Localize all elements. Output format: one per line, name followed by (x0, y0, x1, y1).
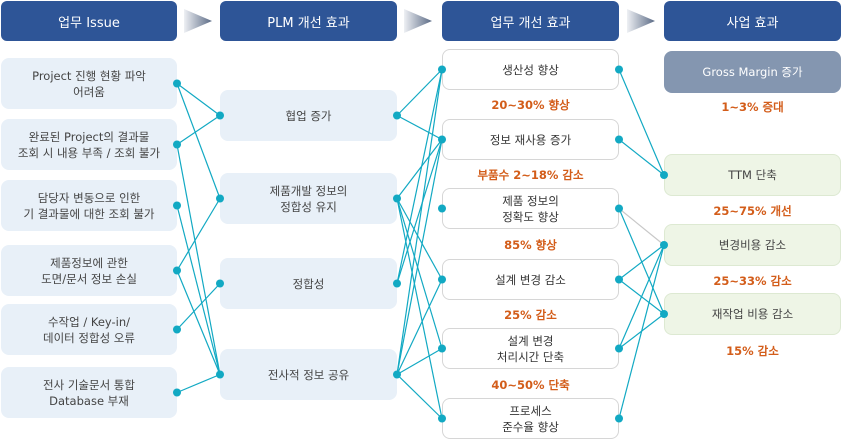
connection-line (396, 279, 443, 375)
connection-line (396, 139, 443, 199)
plm-effect-box: 협업 증가 (220, 90, 397, 141)
business-effect-box: 변경비용 감소 (664, 224, 841, 266)
connection-line (618, 244, 665, 349)
plm-effect-box: 정합성 (220, 258, 397, 309)
connection-line (396, 198, 443, 280)
work-effect-metric: 85% 향상 (504, 238, 557, 252)
connection-line (396, 198, 443, 419)
connection-line (396, 69, 443, 116)
connection-line (176, 83, 221, 199)
connection-line (396, 69, 443, 284)
work-effect-metric: 40~50% 단축 (491, 378, 570, 392)
work-effect-metric: 부품수 2~18% 감소 (477, 168, 584, 182)
work-effect-box: 정보 재사용 증가 (442, 119, 619, 160)
work-effect-box: 제품 정보의 정확도 향상 (442, 188, 619, 229)
connection-line (618, 244, 665, 280)
connection-line (176, 373, 221, 394)
arrow-right-icon (404, 9, 432, 33)
work-effect-metric: 20~30% 향상 (491, 98, 570, 112)
connection-line (396, 374, 443, 419)
connection-line (396, 198, 443, 349)
connection-line (396, 139, 443, 375)
work-effect-box: 생산성 향상 (442, 49, 619, 90)
connection-line (618, 139, 665, 176)
business-effect-box: 재작업 비용 감소 (664, 293, 841, 335)
business-effect-metric: 1~3% 증대 (721, 100, 784, 114)
business-effect-box-gross-margin: Gross Margin 증가 (664, 51, 841, 93)
business-effect-metric: 25~33% 감소 (713, 274, 792, 288)
connection-line (618, 69, 665, 176)
connection-line (618, 208, 665, 246)
connection-line (176, 83, 221, 116)
plm-effect-box: 전사적 정보 공유 (220, 349, 397, 400)
header-plm-effect: PLM 개선 효과 (220, 1, 397, 41)
issue-box: 전사 기술문서 통합 Database 부재 (1, 367, 177, 418)
work-effect-box: 설계 변경 처리시간 단축 (442, 328, 619, 369)
arrow-right-icon (184, 9, 212, 33)
connection-line (396, 139, 443, 284)
issue-box: 완료된 Project의 결과물 조회 시 내용 부족 / 조회 불가 (1, 119, 177, 170)
arrow-right-icon (627, 9, 655, 33)
issue-box: 제품정보에 관한 도면/문서 정보 손실 (1, 245, 177, 296)
issue-box: 담당자 변동으로 인한 기 결과물에 대한 조회 불가 (1, 180, 177, 231)
work-effect-metric: 25% 감소 (504, 308, 557, 322)
connection-line (176, 198, 221, 271)
connection-line (396, 69, 443, 375)
plm-effect-box: 제품개발 정보의 정합성 유지 (220, 173, 397, 224)
work-effect-box: 프로세스 준수율 향상 (442, 398, 619, 439)
business-effect-metric: 15% 감소 (726, 344, 779, 358)
connection-line (396, 347, 443, 376)
connection-line (618, 279, 665, 315)
header-business-effect: 사업 효과 (664, 1, 841, 41)
business-effect-metric: 25~75% 개선 (713, 204, 792, 218)
connection-line (176, 283, 221, 330)
connection-line (176, 144, 221, 375)
header-work-effect: 업무 개선 효과 (442, 1, 619, 41)
issue-box: Project 진행 현황 파악 어려움 (1, 58, 177, 109)
connection-line (618, 313, 665, 349)
header-business-issue: 업무 Issue (1, 1, 177, 41)
connection-line (176, 205, 221, 375)
business-effect-box: TTM 단축 (664, 154, 841, 196)
issue-box: 수작업 / Key-in/ 데이터 정합성 오류 (1, 304, 177, 355)
connection-line (176, 270, 221, 375)
connection-line (396, 114, 443, 141)
connection-line (618, 208, 665, 315)
work-effect-box: 설계 변경 감소 (442, 259, 619, 300)
connection-line (176, 115, 221, 145)
connection-line (618, 244, 665, 419)
